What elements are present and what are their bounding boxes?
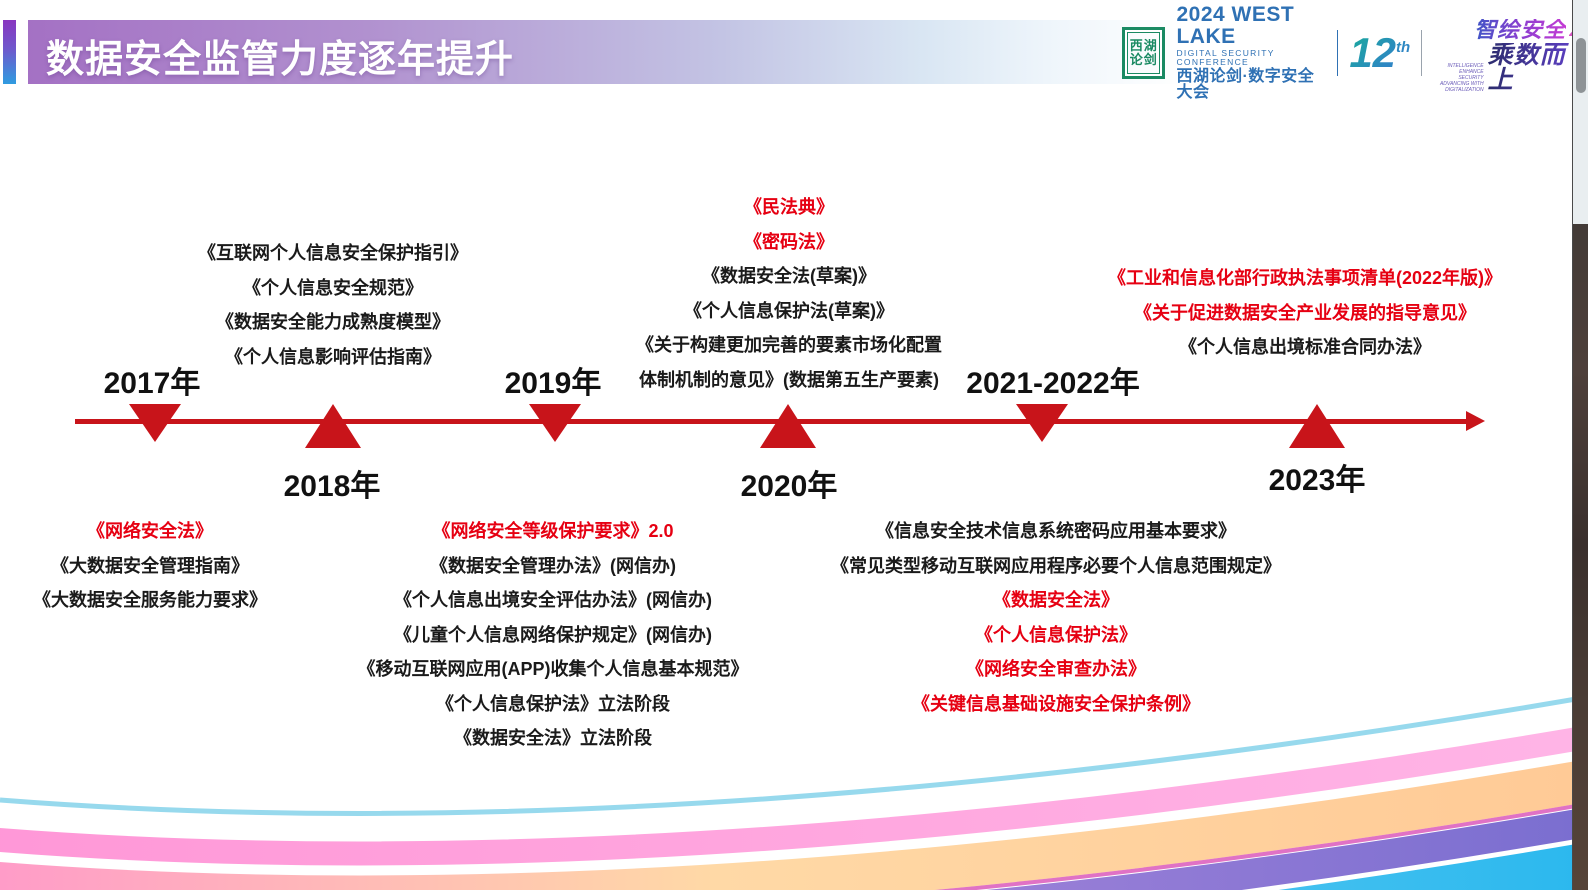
law-item: 《个人信息保护法(草案)》 bbox=[684, 300, 894, 321]
law-item: 《工业和信息化部行政执法事项清单(2022年版)》 bbox=[1107, 268, 1503, 288]
law-item: 《互联网个人信息安全保护指引》 bbox=[198, 243, 468, 263]
conference-title-cn: 西湖论剑·数字安全大会 bbox=[1176, 67, 1315, 102]
law-item: 《移动互联网应用(APP)收集个人信息基本规范》 bbox=[357, 659, 749, 679]
timeline-marker-2023 bbox=[1289, 404, 1345, 448]
slogan-text-bottom: 乘数而上 bbox=[1488, 43, 1570, 93]
scrollbar-thumb[interactable] bbox=[1576, 38, 1586, 93]
slogan-logo: 智绘安全 X INTELLIGENCE ENHANCE SECURITY ADV… bbox=[1433, 13, 1588, 94]
edition-12th-logo: 12th bbox=[1349, 29, 1411, 76]
seal-characters: 西湖论剑 bbox=[1129, 38, 1158, 67]
timeline-marker-2019 bbox=[529, 404, 581, 442]
law-item: 《数据安全法》 bbox=[993, 590, 1119, 610]
conference-wordmark: 2024 WEST LAKE DIGITAL SECURITY CONFEREN… bbox=[1176, 2, 1325, 103]
law-item: 《个人信息影响评估指南》 bbox=[225, 346, 441, 367]
conference-subtitle-en: DIGITAL SECURITY CONFERENCE bbox=[1176, 47, 1275, 67]
law-item: 《儿童个人信息网络保护规定》(网信办) bbox=[394, 624, 712, 645]
year-label-2020: 2020年 bbox=[740, 470, 838, 503]
year-label-2023: 2023年 bbox=[1268, 464, 1366, 497]
slogan-row-bottom: INTELLIGENCE ENHANCE SECURITY ADVANCING … bbox=[1433, 43, 1588, 94]
branding-logos: 西湖论剑 2024 WEST LAKE DIGITAL SECURITY CON… bbox=[1122, 3, 1588, 101]
laws-below-2017: 《网络安全法》《大数据安全管理指南》《大数据安全服务能力要求》 bbox=[0, 514, 300, 618]
laws-below-2021: 《信息安全技术信息系统密码应用基本要求》《常见类型移动互联网应用程序必要个人信息… bbox=[776, 514, 1336, 721]
law-item: 《关于促进数据安全产业发展的指导意见》 bbox=[1134, 302, 1476, 323]
law-item: 体制机制的意见》(数据第五生产要素) bbox=[639, 369, 939, 390]
year-label-2018: 2018年 bbox=[283, 470, 381, 503]
westlake-seal-icon: 西湖论剑 bbox=[1122, 27, 1166, 79]
law-item: 《网络安全审查办法》 bbox=[966, 659, 1146, 679]
timeline-marker-2021-2022 bbox=[1016, 404, 1068, 442]
laws-above-2020: 《民法典》《密码法》《数据安全法(草案)》《个人信息保护法(草案)》《关于构建更… bbox=[509, 190, 1069, 397]
law-item: 《信息安全技术信息系统密码应用基本要求》 bbox=[876, 521, 1236, 541]
conference-title-en: 2024 WEST LAKE bbox=[1176, 2, 1295, 48]
law-item: 《数据安全能力成熟度模型》 bbox=[216, 312, 450, 332]
timeline-marker-2017 bbox=[129, 404, 181, 442]
law-item: 《关键信息基础设施安全保护条例》 bbox=[912, 693, 1200, 714]
law-item: 《关于构建更加完善的要素市场化配置 bbox=[636, 335, 942, 355]
header-banner: 数据安全监管力度逐年提升 bbox=[28, 20, 1571, 84]
decorative-waves bbox=[0, 694, 1588, 890]
law-item: 《大数据安全服务能力要求》 bbox=[33, 590, 267, 610]
logo-divider bbox=[1336, 30, 1339, 76]
timeline-arrowhead-icon bbox=[1466, 411, 1485, 431]
law-item: 《常见类型移动互联网应用程序必要个人信息范围规定》 bbox=[831, 555, 1281, 576]
timeline-marker-2020 bbox=[760, 404, 816, 448]
vertical-scrollbar[interactable] bbox=[1572, 0, 1588, 890]
law-item: 《个人信息安全规范》 bbox=[243, 277, 423, 298]
law-item: 《数据安全法(草案)》 bbox=[702, 266, 876, 286]
law-item: 《密码法》 bbox=[744, 231, 834, 252]
timeline-marker-2018 bbox=[305, 404, 361, 448]
year-label-2019: 2019年 bbox=[504, 367, 602, 400]
law-item: 《网络安全法》 bbox=[87, 521, 213, 541]
laws-below-2019: 《网络安全等级保护要求》2.0 《数据安全管理办法》(网信办) 《个人信息出境安全评… bbox=[273, 514, 833, 756]
laws-above-2018: 《互联网个人信息安全保护指引》《个人信息安全规范》《数据安全能力成熟度模型》《个… bbox=[73, 236, 593, 374]
law-item: 《个人信息出境标准合同办法》 bbox=[1179, 337, 1431, 357]
laws-above-2022: 《工业和信息化部行政执法事项清单(2022年版)》《关于促进数据安全产业发展的指… bbox=[1025, 261, 1585, 365]
left-accent-bar bbox=[3, 20, 16, 84]
page-title: 数据安全监管力度逐年提升 bbox=[46, 39, 515, 81]
year-label-2021-2022: 2021-2022年 bbox=[966, 367, 1140, 400]
law-item: 《网络安全等级保护要求》2.0 bbox=[432, 521, 674, 541]
law-item: 《大数据安全管理指南》 bbox=[51, 555, 249, 576]
law-item: 《民法典》 bbox=[744, 197, 834, 217]
law-item: 《个人信息出境安全评估办法》(网信办) bbox=[394, 590, 712, 610]
slogan-text-top: 智绘安全 bbox=[1474, 17, 1567, 42]
law-item: 《个人信息保护法》 bbox=[975, 624, 1137, 645]
law-item: 《个人信息保护法》立法阶段 bbox=[436, 693, 670, 714]
law-item: 《数据安全管理办法》(网信办) bbox=[430, 555, 676, 576]
logo-divider bbox=[1421, 30, 1423, 76]
slogan-caption: INTELLIGENCE ENHANCE SECURITY ADVANCING … bbox=[1439, 63, 1484, 93]
law-item: 《数据安全法》立法阶段 bbox=[454, 728, 652, 748]
slogan-row-top: 智绘安全 X bbox=[1474, 13, 1588, 41]
scrollbar-lower-track[interactable] bbox=[1573, 224, 1588, 890]
year-label-2017: 2017年 bbox=[103, 367, 201, 400]
